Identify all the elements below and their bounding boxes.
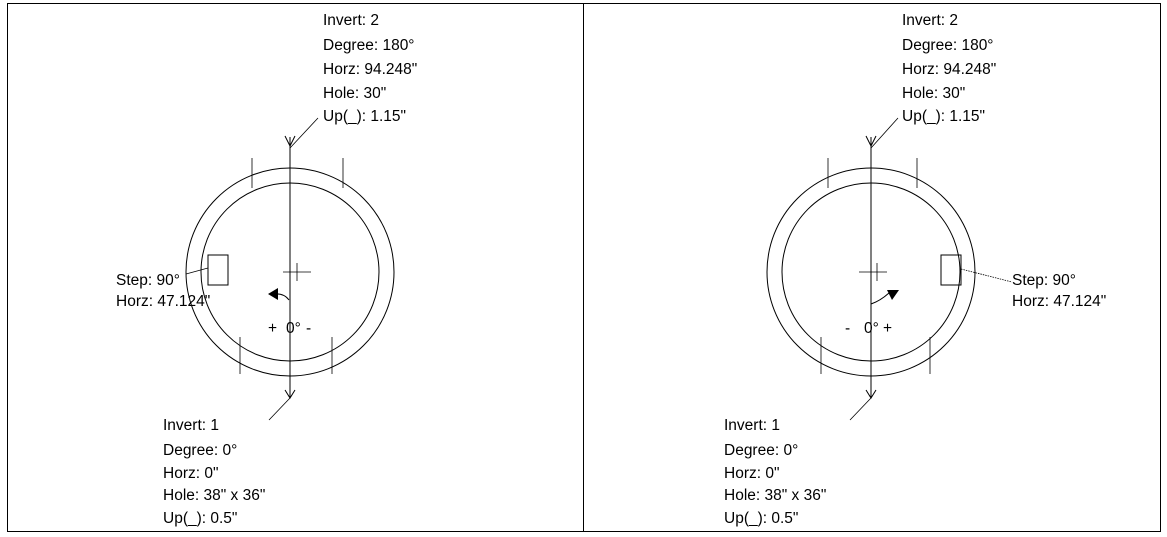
invert-bottom-line: Horz: 0" (163, 465, 218, 482)
direction-sign-right: - (306, 320, 311, 337)
invert-top-line: Up(_): 1.15" (323, 108, 406, 125)
invert-bottom-line: Up(_): 0.5" (724, 510, 798, 527)
direction-sign-left: + (268, 320, 277, 337)
invert-bottom-line: Hole: 38" x 36" (163, 487, 265, 504)
zero-degree-label: 0° (864, 320, 879, 337)
zero-degree-label: 0° (286, 320, 301, 337)
panel-right: Invert: 2 Degree: 180° Horz: 94.248" Hol… (724, 12, 1106, 527)
invert-top-line: Horz: 94.248" (902, 61, 996, 78)
step-text: Step: 90° Horz: 47.124" (116, 272, 210, 310)
panel-left: Invert: 2 Degree: 180° Horz: 94.248" Hol… (116, 12, 422, 527)
step-marker (940, 254, 962, 286)
invert-top-line: Invert: 2 (902, 12, 958, 29)
invert-bottom-line: Horz: 0" (724, 465, 779, 482)
invert-bottom-text: Invert: 1 Degree: 0° Horz: 0" Hole: 38" … (163, 417, 270, 527)
leader-step (960, 268, 1013, 283)
invert-bottom-line: Invert: 1 (163, 417, 219, 434)
invert-bottom-line: Degree: 0° (163, 442, 237, 459)
direction-sign-right: + (883, 320, 892, 337)
rotation-arrowhead-icon (887, 290, 899, 300)
invert-top-arrow (284, 135, 296, 148)
step-text: Step: 90° Horz: 47.124" (1012, 272, 1106, 310)
invert-top-line: Horz: 94.248" (323, 61, 417, 78)
invert-top-text: Invert: 2 Degree: 180° Horz: 94.248" Hol… (902, 12, 1001, 125)
leader-bottom (268, 397, 291, 421)
invert-top-line: Degree: 180° (902, 37, 994, 54)
invert-top-line: Up(_): 1.15" (902, 108, 985, 125)
invert-top-line: Hole: 30" (902, 85, 965, 102)
step-line: Step: 90° (1012, 272, 1076, 289)
invert-top-arrow (865, 135, 877, 148)
leader-step (185, 267, 209, 275)
invert-bottom-line: Degree: 0° (724, 442, 798, 459)
step-marker (207, 254, 229, 286)
invert-top-line: Degree: 180° (323, 37, 415, 54)
invert-bottom-line: Up(_): 0.5" (163, 510, 237, 527)
invert-top-line: Invert: 2 (323, 12, 379, 29)
step-line: Step: 90° (116, 272, 180, 289)
rotation-arrowhead-icon (268, 288, 278, 300)
step-line: Horz: 47.124" (116, 293, 210, 310)
invert-top-line: Hole: 30" (323, 85, 386, 102)
leader-top (289, 117, 319, 149)
leader-top (870, 117, 899, 149)
invert-bottom-line: Hole: 38" x 36" (724, 487, 826, 504)
direction-sign-left: - (845, 320, 850, 337)
invert-bottom-line: Invert: 1 (724, 417, 780, 434)
step-line: Horz: 47.124" (1012, 293, 1106, 310)
direction-label: - 0° + (845, 320, 892, 337)
invert-bottom-text: Invert: 1 Degree: 0° Horz: 0" Hole: 38" … (724, 417, 831, 527)
invert-top-text: Invert: 2 Degree: 180° Horz: 94.248" Hol… (323, 12, 422, 125)
direction-label: + 0° - (268, 320, 311, 337)
rotation-arrow-icon (870, 292, 890, 305)
leader-bottom (849, 397, 872, 421)
